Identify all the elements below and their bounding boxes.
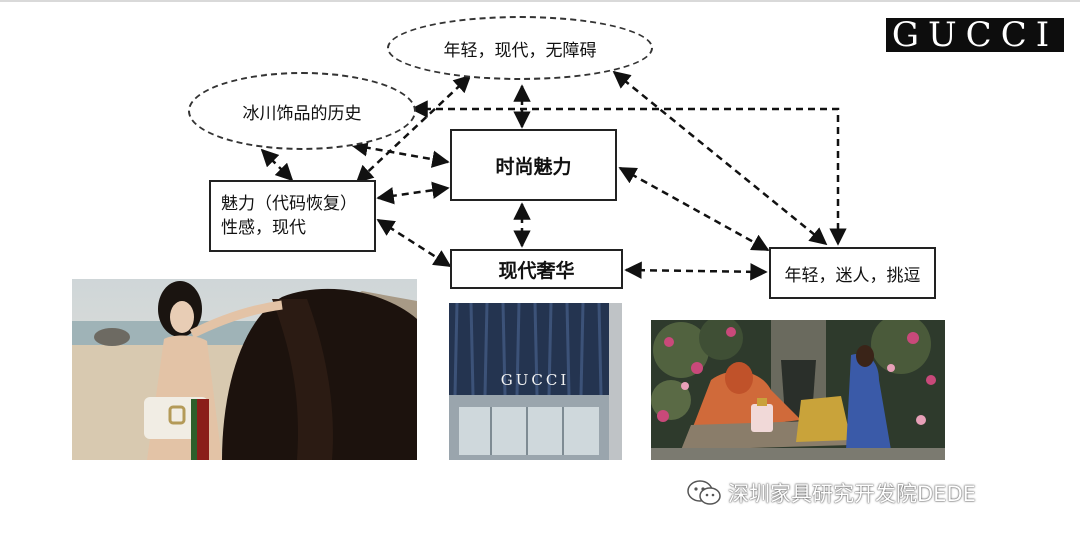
wechat-icon (687, 480, 721, 505)
node-fashion-charm-label: 时尚魅力 (495, 155, 572, 178)
node-young-modern-accessible: 年轻，现代，无障碍 (387, 16, 653, 80)
gucci-logo: GUCCI (886, 18, 1064, 52)
storefront-sign: GUCCI (501, 371, 570, 389)
node-young-charming-label: 年轻，迷人，挑逗 (784, 265, 921, 286)
top-divider (0, 0, 1080, 2)
arrow-ice-fashion (350, 139, 450, 168)
node-charm-code-recovery: 魅力（代码恢复） 性感，现代 (209, 180, 376, 252)
arrow-young-youngcharming (612, 70, 828, 246)
node-fashion-charm: 时尚魅力 (450, 129, 617, 201)
node-ice-history: 冰川饰品的历史 (188, 72, 416, 150)
photo-garden-fragrance (651, 320, 945, 460)
node-young-modern-accessible-label: 年轻，现代，无障碍 (443, 40, 597, 61)
arrow-charm-fashion (376, 181, 450, 205)
watermark: 深圳家具研究开发院DEDE (686, 478, 976, 508)
node-modern-luxury-label: 现代奢华 (498, 259, 575, 282)
arrow-ice-charm (260, 148, 294, 182)
watermark-text: 深圳家具研究开发院DEDE (728, 482, 976, 506)
arrow-fashion-youngcharming (618, 166, 770, 252)
node-charm-line2: 性感，现代 (221, 218, 306, 238)
node-modern-luxury: 现代奢华 (450, 249, 623, 289)
photo-woman-horse-beach (72, 279, 417, 460)
photo-gucci-storefront: GUCCI (449, 303, 622, 460)
node-young-charming-teasing: 年轻，迷人，挑逗 (769, 247, 936, 299)
node-charm-line1: 魅力（代码恢复） (221, 194, 357, 214)
arrow-ice-youngcharming (410, 100, 847, 246)
node-ice-history-label: 冰川饰品的历史 (242, 103, 362, 124)
arrow-charm-modernluxury (376, 218, 452, 268)
arrow-modernluxury-youngcharming (624, 261, 768, 281)
